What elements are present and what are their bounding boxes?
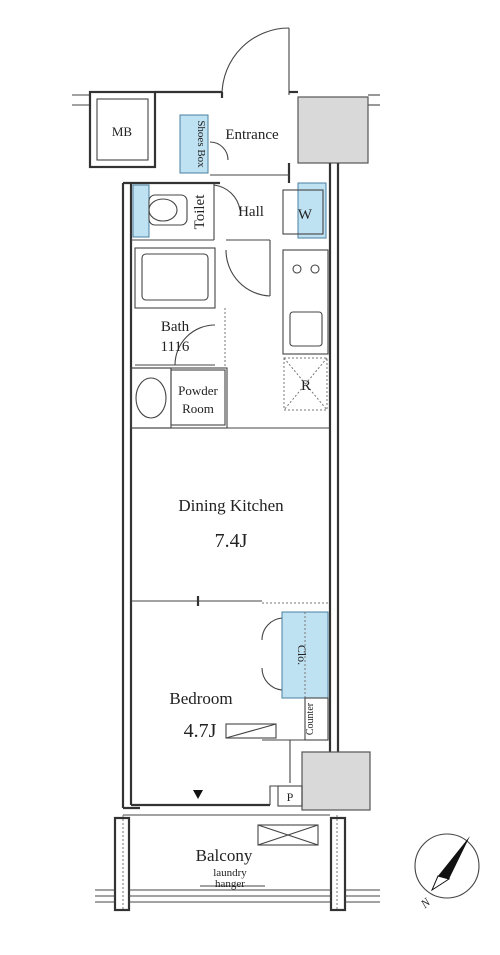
- label-bath-size: 1116: [161, 339, 190, 355]
- label-bedroom: Bedroom: [169, 689, 232, 708]
- label-dining-kitchen: Dining Kitchen: [178, 496, 284, 515]
- label-entrance: Entrance: [225, 127, 279, 143]
- label-mb: MB: [112, 124, 133, 139]
- label-dining-size: 7.4J: [215, 530, 248, 552]
- p-box: [277, 785, 303, 807]
- mb-room: [88, 90, 157, 169]
- compass-icon: [414, 833, 480, 899]
- label-shoes-box: Shoes Box: [195, 120, 207, 168]
- compass-label: N: [417, 894, 434, 911]
- label-p: P: [287, 790, 294, 804]
- kitchen-counter: [282, 249, 329, 355]
- label-bath: Bath: [161, 319, 190, 335]
- toilet-room: [131, 183, 241, 241]
- bedroom-closet: [261, 611, 329, 699]
- shoes-box-door: [209, 141, 229, 161]
- powder-room: [130, 367, 228, 429]
- dining-kitchen: [131, 427, 330, 606]
- corridor-walls: [72, 94, 380, 106]
- bath-room: [134, 247, 226, 368]
- hall-door: [225, 239, 271, 297]
- window-arrow: [193, 790, 203, 799]
- bedroom-counter: [262, 697, 329, 783]
- bedroom-desk: [225, 723, 277, 739]
- label-w: W: [298, 207, 313, 223]
- label-laundry-2: hanger: [215, 878, 245, 890]
- unit-walls: [121, 90, 340, 810]
- label-counter: Counter: [305, 702, 316, 735]
- label-laundry-1: laundry: [213, 867, 247, 879]
- label-toilet: Toilet: [192, 194, 208, 230]
- top-right-shaft: [297, 96, 369, 164]
- label-balcony: Balcony: [196, 846, 253, 865]
- entrance-door: [221, 27, 290, 96]
- label-powder-1: Powder: [178, 383, 218, 398]
- balcony-area: [95, 814, 380, 912]
- label-hall: Hall: [238, 204, 264, 220]
- label-clo: Clo.: [295, 645, 309, 665]
- label-r: R: [301, 378, 311, 394]
- label-powder-2: Room: [182, 401, 214, 416]
- refrigerator-space: [283, 357, 328, 411]
- label-bedroom-size: 4.7J: [184, 720, 217, 742]
- shoes-box: [179, 114, 209, 174]
- w-closet: [282, 182, 327, 239]
- bottom-right-shaft: [301, 751, 371, 811]
